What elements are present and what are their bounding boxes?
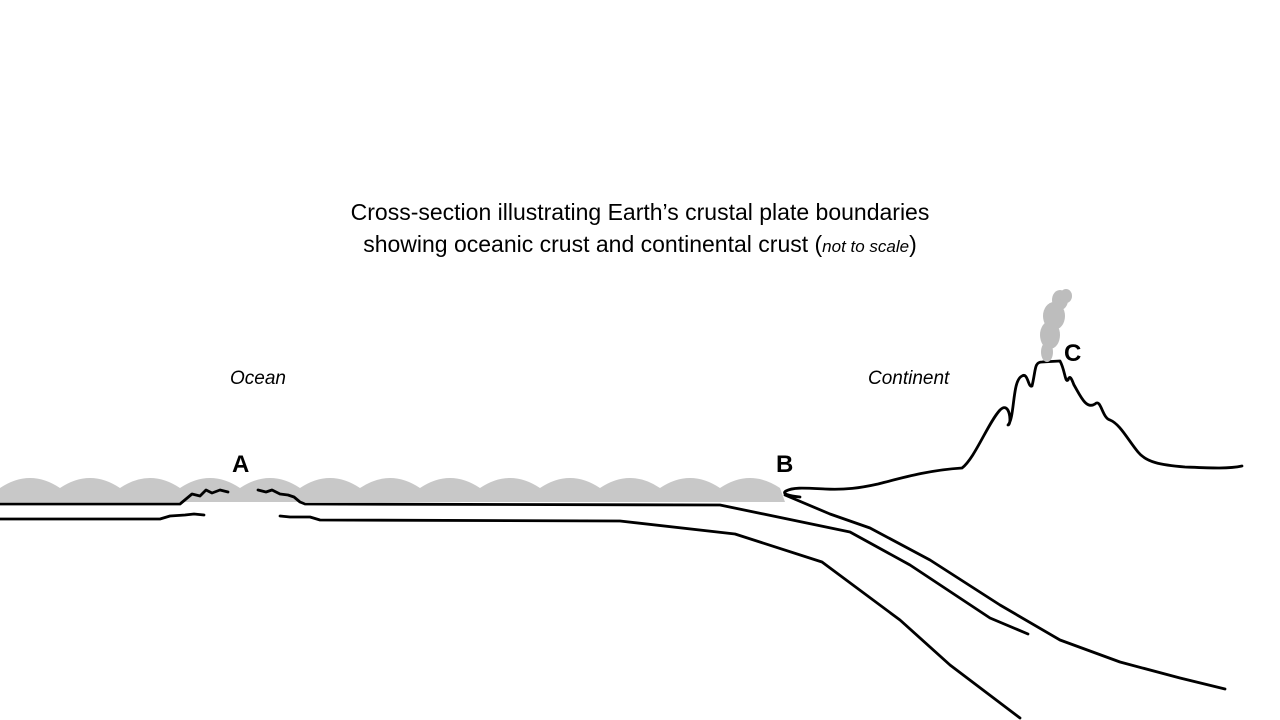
continental-surface (783, 359, 1244, 499)
continent-label: Continent (868, 368, 950, 389)
title-line-2-main: showing oceanic crust and continental cr… (363, 231, 823, 257)
oceanic-crust-top-right (256, 488, 1030, 636)
ocean-label: Ocean (230, 368, 286, 389)
continental-crust (783, 359, 1244, 691)
ocean-water (0, 478, 785, 502)
oceanic-crust (0, 488, 1030, 720)
diagram-title: Cross-section illustrating Earth’s crust… (0, 196, 1280, 263)
point-b-label: B (776, 451, 794, 478)
oceanic-crust-bottom-left (0, 512, 206, 521)
title-line-2-end: ) (909, 231, 917, 257)
title-not-to-scale: not to scale (822, 237, 910, 256)
volcano-smoke (1040, 289, 1072, 362)
oceanic-crust-top-left (0, 488, 230, 506)
point-a-label: A (232, 451, 250, 478)
title-line-2: showing oceanic crust and continental cr… (0, 228, 1280, 263)
title-line-1: Cross-section illustrating Earth’s crust… (350, 199, 930, 225)
oceanic-crust-bottom-right (278, 514, 1022, 720)
continental-base (783, 493, 1227, 691)
point-c-label: C (1064, 340, 1082, 367)
